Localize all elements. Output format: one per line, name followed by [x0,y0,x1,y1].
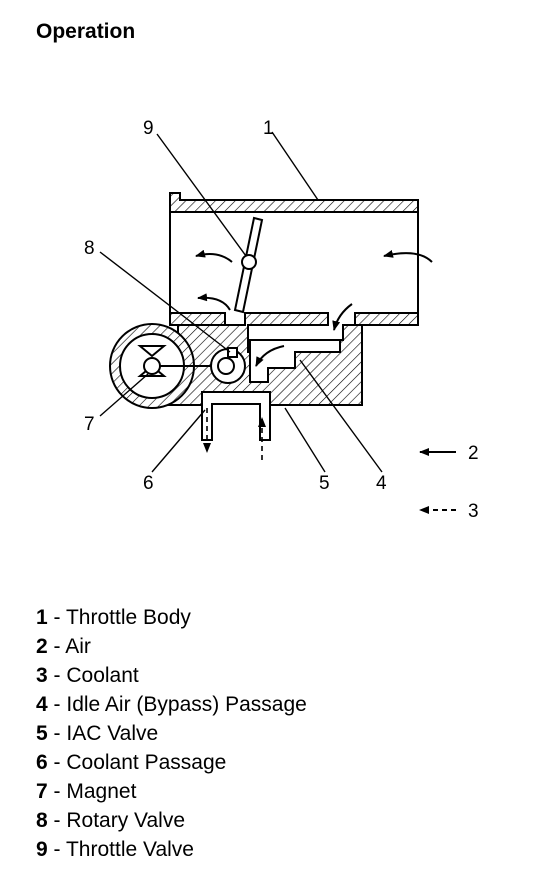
coolant-passage [201,391,271,460]
legend-number: 9 [36,838,48,861]
legend-separator: - [47,693,67,716]
legend-label: Idle Air (Bypass) Passage [66,693,307,716]
rotary-valve [217,347,238,375]
legend-separator: - [47,751,67,774]
legend-number: 5 [36,722,48,745]
legend-item: 6 - Coolant Passage [36,748,307,777]
legend-number: 7 [36,780,48,803]
callout-5: 5 [319,473,330,494]
legend-item: 7 - Magnet [36,777,307,806]
legend-item: 8 - Rotary Valve [36,806,307,835]
legend-number: 1 [36,606,48,629]
legend-label: Throttle Body [65,606,191,629]
legend-number: 4 [36,693,48,716]
callout-3: 3 [468,501,479,522]
air-flow-arrows [195,249,433,367]
callout-7: 7 [84,414,95,435]
legend-separator: - [47,722,67,745]
callout-9: 9 [143,118,154,139]
callout-4: 4 [376,473,387,494]
throttle-valve [233,216,264,314]
legend-number: 3 [36,664,48,687]
legend-label: Coolant Passage [66,751,227,774]
page-title: Operation [36,20,136,43]
legend-label: Magnet [66,780,137,803]
legend-separator: - [47,838,66,861]
legend-label: Coolant [66,664,139,687]
legend-item: 3 - Coolant [36,661,307,690]
legend-label: Air [65,635,91,658]
legend-item: 4 - Idle Air (Bypass) Passage [36,690,307,719]
legend-number: 8 [36,809,48,832]
callout-1: 1 [263,118,274,139]
throttle-body [169,192,419,326]
legend-number: 2 [36,635,48,658]
callout-6: 6 [143,473,154,494]
legend-item: 5 - IAC Valve [36,719,307,748]
legend-label: IAC Valve [66,722,159,745]
legend-item: 9 - Throttle Valve [36,835,307,864]
legend-list: 1 - Throttle Body 2 - Air 3 - Coolant 4 … [36,603,307,864]
callout-8: 8 [84,238,95,259]
iac-valve-diagram: 9 1 8 7 6 5 4 2 3 [84,118,479,522]
legend-separator: - [47,809,67,832]
legend-separator: - [47,664,67,687]
legend-number: 6 [36,751,48,774]
legend-label: Rotary Valve [66,809,186,832]
legend-separator: - [47,606,66,629]
leader-lines [99,131,383,473]
legend-label: Throttle Valve [65,838,194,861]
legend-separator: - [47,780,67,803]
callout-2: 2 [468,443,479,464]
legend-item: 2 - Air [36,632,307,661]
legend-item: 1 - Throttle Body [36,603,307,632]
magnet [109,323,212,409]
legend-separator: - [47,635,66,658]
